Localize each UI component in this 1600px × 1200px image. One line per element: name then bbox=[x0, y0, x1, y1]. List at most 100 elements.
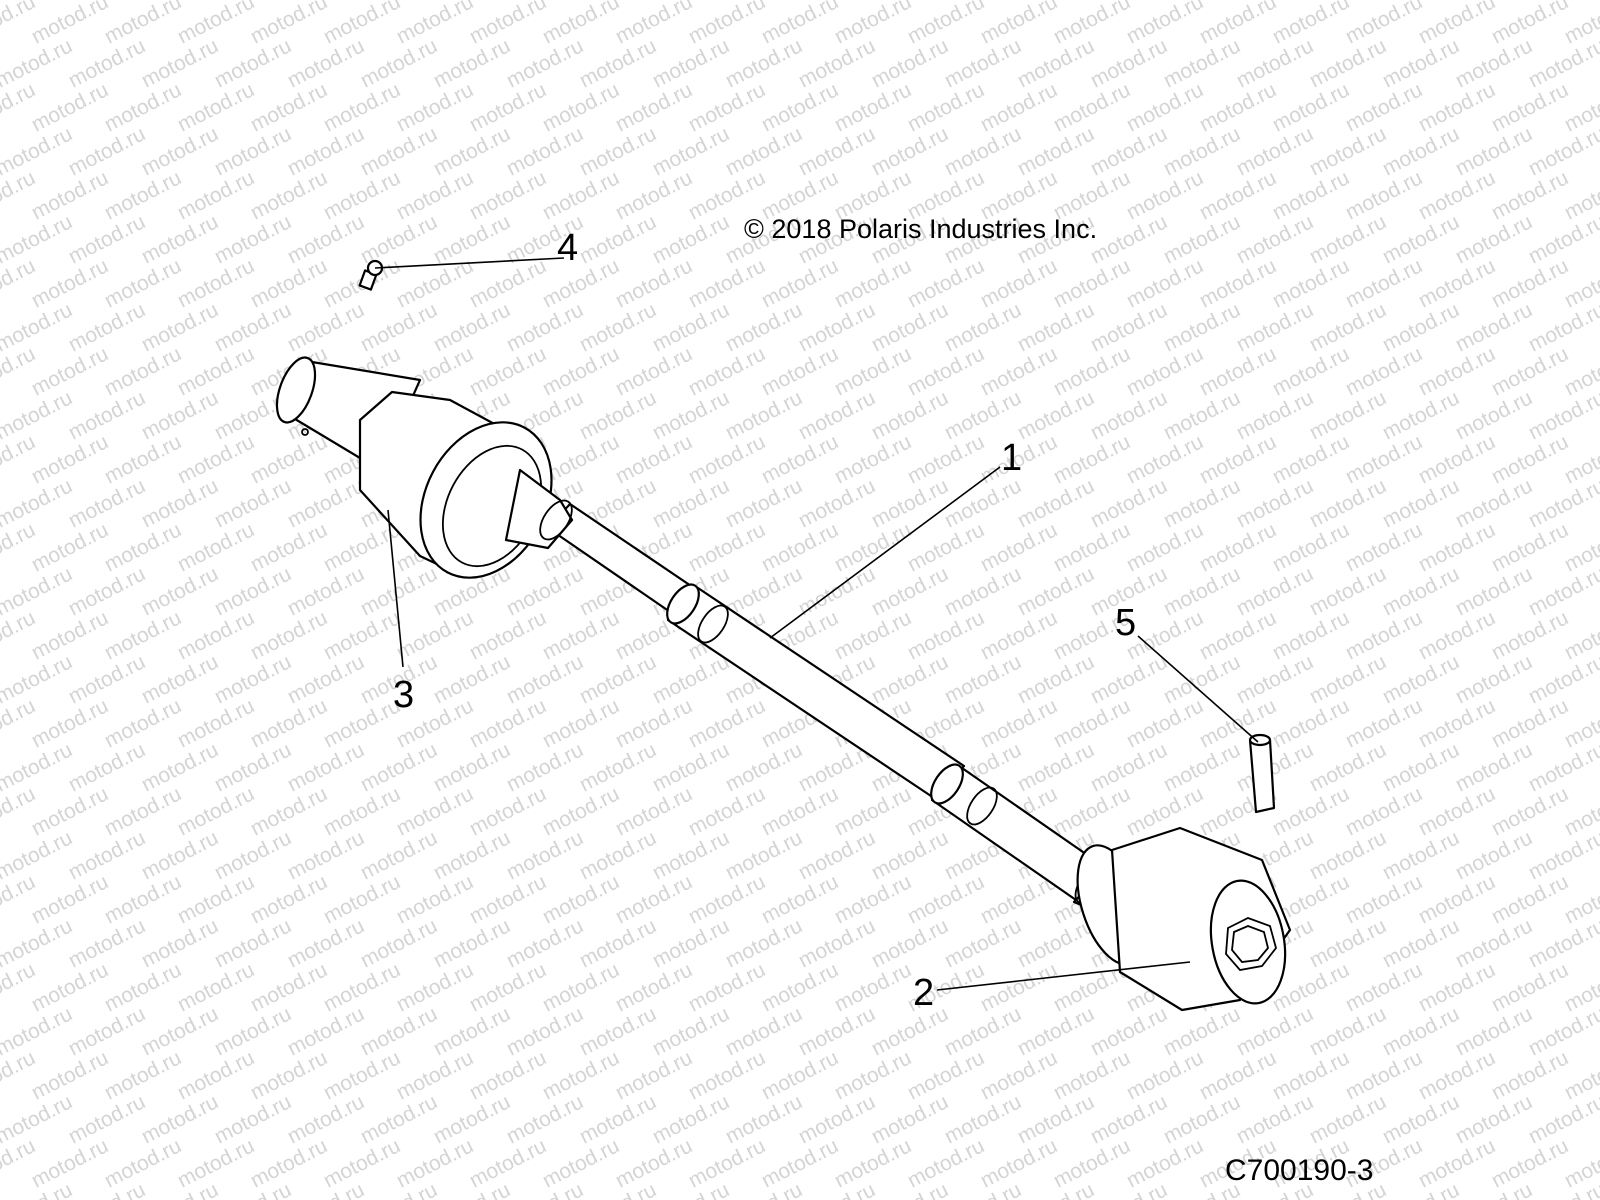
front-yoke bbox=[1076, 826, 1292, 1012]
watermark-text: motod.ru bbox=[393, 782, 477, 840]
watermark-text: motod.ru bbox=[393, 606, 477, 664]
watermark-text: motod.ru bbox=[174, 518, 258, 576]
watermark-text: motod.ru bbox=[795, 34, 879, 92]
watermark-text: motod.ru bbox=[576, 826, 660, 884]
watermark-text: motod.ru bbox=[101, 958, 185, 1016]
watermark-text: motod.ru bbox=[795, 474, 879, 532]
watermark-text: motod.ru bbox=[539, 870, 623, 928]
watermark-text: motod.ru bbox=[868, 474, 952, 532]
watermark-text: motod.ru bbox=[1342, 518, 1426, 576]
watermark-text: motod.ru bbox=[211, 298, 295, 356]
watermark-text: motod.ru bbox=[1269, 342, 1353, 400]
watermark-text: motod.ru bbox=[1269, 694, 1353, 752]
watermark-text: motod.ru bbox=[1452, 562, 1536, 620]
watermark-text: motod.ru bbox=[65, 386, 149, 444]
watermark-text: motod.ru bbox=[758, 0, 842, 48]
watermark-text: motod.ru bbox=[430, 738, 514, 796]
watermark-text: motod.ru bbox=[138, 34, 222, 92]
watermark-text: motod.ru bbox=[1087, 210, 1171, 268]
watermark-text: motod.ru bbox=[722, 386, 806, 444]
watermark-text: motod.ru bbox=[576, 650, 660, 708]
watermark-text: motod.ru bbox=[393, 1134, 477, 1192]
watermark-text: motod.ru bbox=[138, 298, 222, 356]
leader-line-3 bbox=[387, 509, 404, 668]
watermark-text: motod.ru bbox=[1196, 1046, 1280, 1104]
watermark-text: motod.ru bbox=[722, 298, 806, 356]
watermark-text: motod.ru bbox=[1123, 1134, 1207, 1192]
watermark-text: motod.ru bbox=[1050, 254, 1134, 312]
watermark-text: motod.ru bbox=[393, 870, 477, 928]
watermark-text: motod.ru bbox=[831, 782, 915, 840]
watermark-text: motod.ru bbox=[904, 518, 988, 576]
watermark-text: motod.ru bbox=[539, 782, 623, 840]
watermark-text: motod.ru bbox=[357, 562, 441, 620]
watermark-text: motod.ru bbox=[1306, 1002, 1390, 1060]
watermark-text: motod.ru bbox=[247, 518, 331, 576]
watermark-text: motod.ru bbox=[101, 1134, 185, 1192]
watermark-text: motod.ru bbox=[1160, 122, 1244, 180]
callout-2: 2 bbox=[913, 972, 934, 1014]
watermark-text: motod.ru bbox=[101, 254, 185, 312]
watermark-text: motod.ru bbox=[685, 0, 769, 48]
watermark-text: motod.ru bbox=[1050, 518, 1134, 576]
watermark-text: motod.ru bbox=[174, 606, 258, 664]
watermark-text: motod.ru bbox=[977, 254, 1061, 312]
watermark-text: motod.ru bbox=[1233, 386, 1317, 444]
watermark-text: motod.ru bbox=[941, 474, 1025, 532]
watermark-text: motod.ru bbox=[576, 1002, 660, 1060]
watermark-text: motod.ru bbox=[1452, 738, 1536, 796]
watermark-text: motod.ru bbox=[284, 1002, 368, 1060]
watermark-text: motod.ru bbox=[1342, 958, 1426, 1016]
watermark-text: motod.ru bbox=[1452, 474, 1536, 532]
watermark-text: motod.ru bbox=[868, 826, 952, 884]
watermark-text: motod.ru bbox=[1306, 650, 1390, 708]
watermark-text: motod.ru bbox=[758, 254, 842, 312]
watermark-text: motod.ru bbox=[211, 914, 295, 972]
watermark-text: motod.ru bbox=[28, 342, 112, 400]
watermark-text: motod.ru bbox=[1160, 298, 1244, 356]
watermark-text: motod.ru bbox=[28, 1046, 112, 1104]
watermark-text: motod.ru bbox=[612, 870, 696, 928]
watermark-text: motod.ru bbox=[576, 34, 660, 92]
watermark-text: motod.ru bbox=[1379, 914, 1463, 972]
watermark-text: motod.ru bbox=[868, 914, 952, 972]
watermark-text: motod.ru bbox=[1014, 298, 1098, 356]
watermark-text: motod.ru bbox=[977, 518, 1061, 576]
watermark-text: motod.ru bbox=[685, 958, 769, 1016]
watermark-text: motod.ru bbox=[466, 694, 550, 752]
watermark-text: motod.ru bbox=[320, 606, 404, 664]
watermark-text: motod.ru bbox=[1123, 166, 1207, 224]
watermark-text: motod.ru bbox=[1415, 958, 1499, 1016]
watermark-text: motod.ru bbox=[977, 0, 1061, 48]
watermark-text: motod.ru bbox=[904, 254, 988, 312]
watermark-text: motod.ru bbox=[1488, 958, 1572, 1016]
watermark-text: motod.ru bbox=[1342, 342, 1426, 400]
watermark-text: motod.ru bbox=[138, 1090, 222, 1148]
watermark-text: motod.ru bbox=[284, 122, 368, 180]
watermark-text: motod.ru bbox=[1050, 0, 1134, 48]
watermark-text: motod.ru bbox=[101, 1046, 185, 1104]
watermark-text: motod.ru bbox=[284, 210, 368, 268]
watermark-text: motod.ru bbox=[722, 122, 806, 180]
watermark-text: motod.ru bbox=[576, 210, 660, 268]
watermark-text: motod.ru bbox=[1488, 78, 1572, 136]
watermark-text: motod.ru bbox=[1087, 34, 1171, 92]
watermark-text: motod.ru bbox=[831, 1046, 915, 1104]
watermark-text: motod.ru bbox=[539, 958, 623, 1016]
watermark-text: motod.ru bbox=[722, 1002, 806, 1060]
watermark-text: motod.ru bbox=[1233, 738, 1317, 796]
watermark-text: motod.ru bbox=[1269, 606, 1353, 664]
watermark-text: motod.ru bbox=[1269, 518, 1353, 576]
watermark-text: motod.ru bbox=[758, 958, 842, 1016]
watermark-text: motod.ru bbox=[1379, 1090, 1463, 1148]
watermark-text: motod.ru bbox=[1488, 694, 1572, 752]
watermark-text: motod.ru bbox=[1488, 1046, 1572, 1104]
watermark-text: motod.ru bbox=[1123, 254, 1207, 312]
watermark-text: motod.ru bbox=[1087, 1090, 1171, 1148]
watermark-text: motod.ru bbox=[65, 826, 149, 884]
watermark-text: motod.ru bbox=[1160, 386, 1244, 444]
watermark-text: motod.ru bbox=[1160, 34, 1244, 92]
watermark-text: motod.ru bbox=[1342, 78, 1426, 136]
watermark-text: motod.ru bbox=[904, 1046, 988, 1104]
watermark-text: motod.ru bbox=[138, 914, 222, 972]
